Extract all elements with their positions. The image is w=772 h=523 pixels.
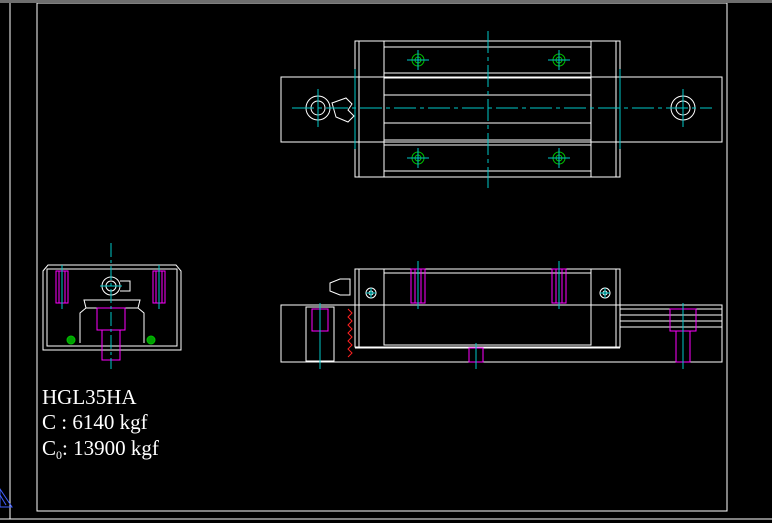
static-load-rating: C0: 13900 kgf bbox=[42, 436, 159, 467]
top-view-centerlines bbox=[292, 31, 712, 188]
rail-top bbox=[280, 76, 723, 143]
block-side bbox=[354, 268, 621, 348]
rail-side bbox=[280, 304, 723, 363]
cad-drawing-canvas[interactable] bbox=[0, 3, 772, 523]
model-number: HGL35HA bbox=[42, 385, 137, 409]
ucs-triangle-icon bbox=[0, 488, 13, 508]
side-view-seal bbox=[347, 308, 353, 358]
rail-profile bbox=[79, 299, 145, 343]
dynamic-load-label: C bbox=[42, 410, 57, 434]
dynamic-load-rating: C : 6140 kgf bbox=[42, 410, 148, 434]
static-load-subscript: 0 bbox=[56, 448, 63, 462]
block-end-outline bbox=[42, 264, 182, 351]
top-view bbox=[280, 40, 723, 178]
drawing-border bbox=[0, 3, 772, 520]
static-load-value: : 13900 kgf bbox=[62, 436, 159, 460]
end-view-centerlines bbox=[61, 243, 160, 369]
end-view-holes bbox=[66, 335, 156, 345]
side-view bbox=[280, 268, 723, 363]
dynamic-load-value: : 6140 kgf bbox=[61, 410, 148, 434]
static-load-label: C bbox=[42, 436, 57, 460]
title-strip bbox=[0, 0, 772, 3]
side-view-centerlines bbox=[319, 261, 684, 369]
